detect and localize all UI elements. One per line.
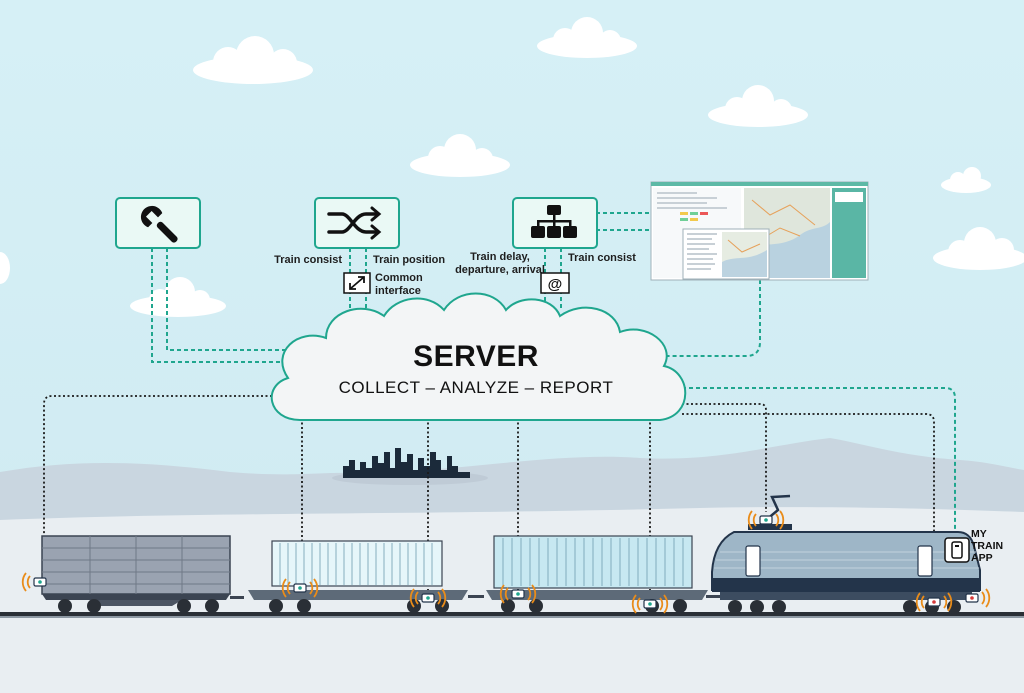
wireless-sensor-icon <box>21 510 991 614</box>
label-train-delay: Train delay, departure, arrival <box>452 251 548 277</box>
label-interface: interface <box>375 285 421 297</box>
container-wagon-1 <box>248 540 468 613</box>
background-clouds <box>0 17 1024 317</box>
resize-arrows-icon <box>349 276 365 290</box>
label-train-delay-line2: departure, arrival <box>455 264 545 276</box>
hierarchy-icon <box>531 205 577 238</box>
app-label-line2: TRAIN <box>971 540 1004 552</box>
label-train-delay-line1: Train delay, <box>470 251 530 263</box>
label-common: Common <box>375 272 423 284</box>
label-train-consist-left: Train consist <box>274 254 342 266</box>
rail-track <box>0 612 1024 616</box>
dotted-links <box>43 395 935 600</box>
server-cloud <box>270 292 687 421</box>
app-label-line1: MY <box>971 528 987 540</box>
label-common-interface: Common interface <box>375 272 423 298</box>
organization-box[interactable] <box>512 197 598 249</box>
boxcar-wagon <box>41 535 231 613</box>
label-train-position: Train position <box>373 254 446 266</box>
wrench-icon <box>140 205 178 243</box>
routing-box[interactable] <box>314 197 400 249</box>
app-label-line3: APP <box>971 552 993 564</box>
server-subtitle: COLLECT – ANALYZE – REPORT <box>338 378 614 397</box>
at-sign-icon: @ <box>548 276 563 293</box>
server-title: SERVER <box>413 340 539 373</box>
phone-icon[interactable] <box>944 537 970 563</box>
label-train-consist-right: Train consist <box>568 252 636 264</box>
common-interface-icon <box>343 272 371 294</box>
my-train-app-label[interactable]: MY TRAIN APP <box>971 528 1011 564</box>
shuffle-icon <box>327 206 382 240</box>
container-wagon-2 <box>486 535 708 613</box>
email-interface-icon: @ <box>540 272 570 294</box>
dashboard-screenshot[interactable] <box>650 181 869 281</box>
locomotive <box>711 494 981 614</box>
city-skyline <box>332 448 488 485</box>
maintenance-box[interactable] <box>115 197 201 249</box>
